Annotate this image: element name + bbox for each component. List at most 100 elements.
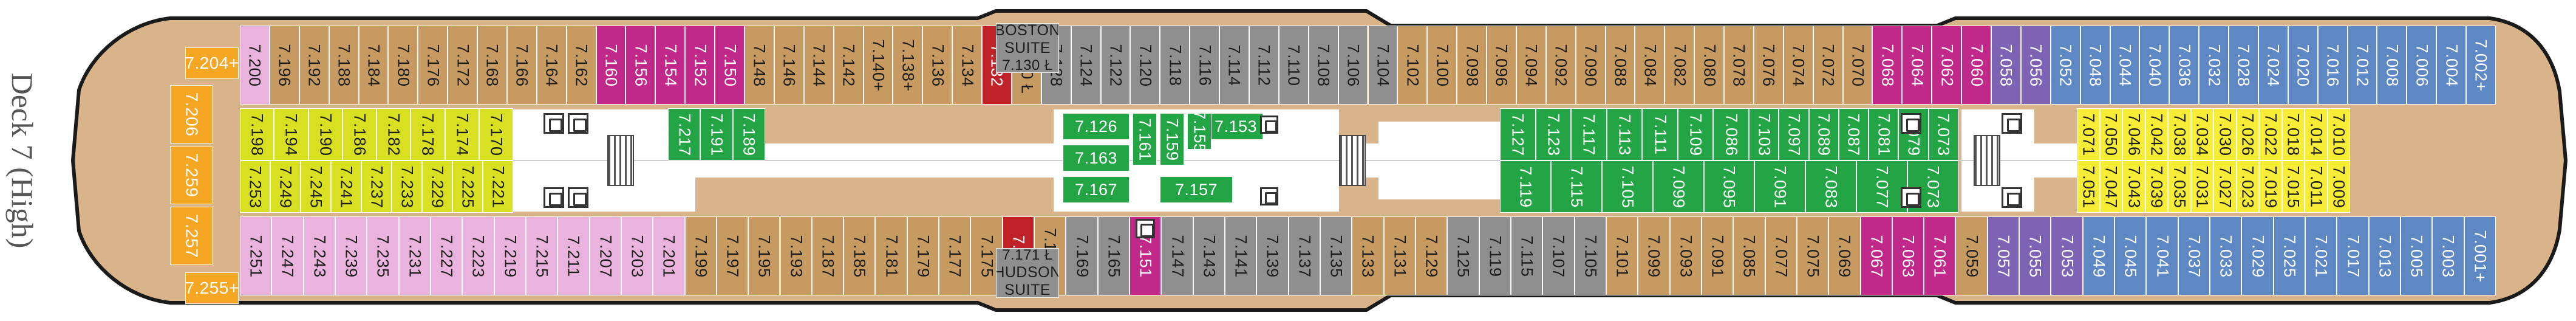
cabin-7153[interactable]: 7.153 xyxy=(1208,113,1263,140)
cabin-7144[interactable]: 7.144 xyxy=(803,26,834,105)
cabin-7195[interactable]: 7.195 xyxy=(748,216,780,295)
cabin-7092[interactable]: 7.092 xyxy=(1545,26,1576,105)
cabin-7235[interactable]: 7.235 xyxy=(367,216,399,295)
cabin-7097[interactable]: 7.097 xyxy=(1779,108,1809,160)
cabin-7014[interactable]: 7.014 xyxy=(2305,108,2328,160)
cabin-7174[interactable]: 7.174 xyxy=(445,108,479,160)
cabin-7033[interactable]: 7.033 xyxy=(2210,216,2242,295)
cabin-7179[interactable]: 7.179 xyxy=(907,216,939,295)
cabin-7138[interactable]: 7.138+ xyxy=(893,26,923,105)
cabin-7005[interactable]: 7.005 xyxy=(2401,216,2433,295)
cabin-7227[interactable]: 7.227 xyxy=(430,216,463,295)
cabin-7070[interactable]: 7.070 xyxy=(1842,26,1873,105)
cabin-7053[interactable]: 7.053 xyxy=(2051,216,2083,295)
cabin-7105[interactable]: 7.105 xyxy=(1601,160,1653,213)
cabin-7139[interactable]: 7.139 xyxy=(1256,216,1289,295)
cabin-7231[interactable]: 7.231 xyxy=(398,216,431,295)
cabin-7131[interactable]: 7.131 xyxy=(1383,216,1416,295)
cabin-7103[interactable]: 7.103 xyxy=(1749,108,1779,160)
cabin-7029[interactable]: 7.029 xyxy=(2241,216,2274,295)
cabin-7025[interactable]: 7.025 xyxy=(2273,216,2306,295)
cabin-7113[interactable]: 7.113 xyxy=(1606,108,1643,160)
cabin-7077[interactable]: 7.077 xyxy=(1856,160,1908,213)
cabin-7125[interactable]: 7.125 xyxy=(1447,216,1479,295)
cabin-7023[interactable]: 7.023 xyxy=(2236,160,2259,213)
cabin-7006[interactable]: 7.006 xyxy=(2407,26,2437,105)
cabin-7215[interactable]: 7.215 xyxy=(525,216,558,295)
cabin-7120[interactable]: 7.120 xyxy=(1130,26,1160,105)
cabin-7114[interactable]: 7.114 xyxy=(1219,26,1249,105)
cabin-7036[interactable]: 7.036 xyxy=(2169,26,2199,105)
cabin-7004[interactable]: 7.004 xyxy=(2436,26,2467,105)
cabin-7003[interactable]: 7.003 xyxy=(2432,216,2464,295)
cabin-7148[interactable]: 7.148 xyxy=(744,26,774,105)
cabin-7015[interactable]: 7.015 xyxy=(2281,160,2305,213)
cabin-7146[interactable]: 7.146 xyxy=(774,26,804,105)
cabin-7087[interactable]: 7.087 xyxy=(1838,108,1869,160)
cabin-7001[interactable]: 7.001+ xyxy=(2464,216,2496,295)
cabin-7044[interactable]: 7.044 xyxy=(2110,26,2140,105)
cabin-7118[interactable]: 7.118 xyxy=(1160,26,1190,105)
cabin-7159[interactable]: 7.159 xyxy=(1160,113,1184,165)
cabin-7184[interactable]: 7.184 xyxy=(358,26,389,105)
cabin-7057[interactable]: 7.057 xyxy=(1987,216,2020,295)
cabin-7129[interactable]: 7.129 xyxy=(1415,216,1448,295)
cabin-7157[interactable]: 7.157 xyxy=(1160,176,1233,203)
cabin-7093[interactable]: 7.093 xyxy=(1669,216,1702,295)
bow-suite-7206[interactable]: 7.206 xyxy=(170,85,213,143)
cabin-7161[interactable]: 7.161 xyxy=(1133,113,1157,165)
cabin-7177[interactable]: 7.177 xyxy=(939,216,971,295)
bow-suite-7204[interactable]: 7.204+ xyxy=(185,47,239,79)
cabin-7119[interactable]: 7.119 xyxy=(1479,216,1511,295)
cabin-7108[interactable]: 7.108 xyxy=(1308,26,1338,105)
cabin-7176[interactable]: 7.176 xyxy=(418,26,448,105)
cabin-7154[interactable]: 7.154 xyxy=(655,26,686,105)
cabin-7073[interactable]: 7.073 xyxy=(1907,160,1958,213)
cabin-7099[interactable]: 7.099 xyxy=(1652,160,1704,213)
cabin-7253[interactable]: 7.253 xyxy=(240,160,270,213)
cabin-7091[interactable]: 7.091 xyxy=(1701,216,1734,295)
cabin-7022[interactable]: 7.022 xyxy=(2259,108,2282,160)
cabin-7194[interactable]: 7.194 xyxy=(274,108,308,160)
cabin-7052[interactable]: 7.052 xyxy=(2050,26,2080,105)
cabin-7136[interactable]: 7.136 xyxy=(922,26,953,105)
cabin-7024[interactable]: 7.024 xyxy=(2258,26,2288,105)
cabin-7198[interactable]: 7.198 xyxy=(240,108,274,160)
cabin-7112[interactable]: 7.112 xyxy=(1249,26,1279,105)
cabin-7080[interactable]: 7.080 xyxy=(1694,26,1725,105)
cabin-7091[interactable]: 7.091 xyxy=(1754,160,1806,213)
cabin-7081[interactable]: 7.081 xyxy=(1869,108,1899,160)
cabin-7039[interactable]: 7.039 xyxy=(2145,160,2168,213)
cabin-7043[interactable]: 7.043 xyxy=(2122,160,2145,213)
cabin-7111[interactable]: 7.111 xyxy=(1642,108,1678,160)
cabin-7086[interactable]: 7.086 xyxy=(1713,108,1749,160)
cabin-7027[interactable]: 7.027 xyxy=(2213,160,2237,213)
cabin-7249[interactable]: 7.249 xyxy=(270,160,301,213)
cabin-7084[interactable]: 7.084 xyxy=(1635,26,1665,105)
cabin-7105[interactable]: 7.105 xyxy=(1574,216,1606,295)
hudson-suite[interactable]: 7.171 Ł HUDSON SUITE xyxy=(996,248,1059,298)
cabin-7119[interactable]: 7.119 xyxy=(1500,160,1551,213)
cabin-7122[interactable]: 7.122 xyxy=(1100,26,1131,105)
cabin-7012[interactable]: 7.012 xyxy=(2347,26,2377,105)
cabin-7032[interactable]: 7.032 xyxy=(2199,26,2229,105)
cabin-7167[interactable]: 7.167 xyxy=(1063,176,1130,203)
cabin-7192[interactable]: 7.192 xyxy=(299,26,329,105)
cabin-7106[interactable]: 7.106 xyxy=(1338,26,1368,105)
cabin-7190[interactable]: 7.190 xyxy=(308,108,342,160)
cabin-7034[interactable]: 7.034 xyxy=(2190,108,2213,160)
cabin-7124[interactable]: 7.124 xyxy=(1071,26,1101,105)
cabin-7055[interactable]: 7.055 xyxy=(2019,216,2051,295)
cabin-7019[interactable]: 7.019 xyxy=(2259,160,2282,213)
cabin-7251[interactable]: 7.251 xyxy=(240,216,272,295)
cabin-7225[interactable]: 7.225 xyxy=(452,160,483,213)
cabin-7008[interactable]: 7.008 xyxy=(2377,26,2407,105)
cabin-7189[interactable]: 7.189 xyxy=(732,108,765,160)
cabin-7164[interactable]: 7.164 xyxy=(536,26,567,105)
cabin-7221[interactable]: 7.221 xyxy=(483,160,513,213)
cabin-7100[interactable]: 7.100 xyxy=(1427,26,1457,105)
cabin-7101[interactable]: 7.101 xyxy=(1606,216,1638,295)
cabin-7064[interactable]: 7.064 xyxy=(1902,26,1932,105)
cabin-7127[interactable]: 7.127 xyxy=(1500,108,1536,160)
cabin-7051[interactable]: 7.051 xyxy=(2077,160,2100,213)
